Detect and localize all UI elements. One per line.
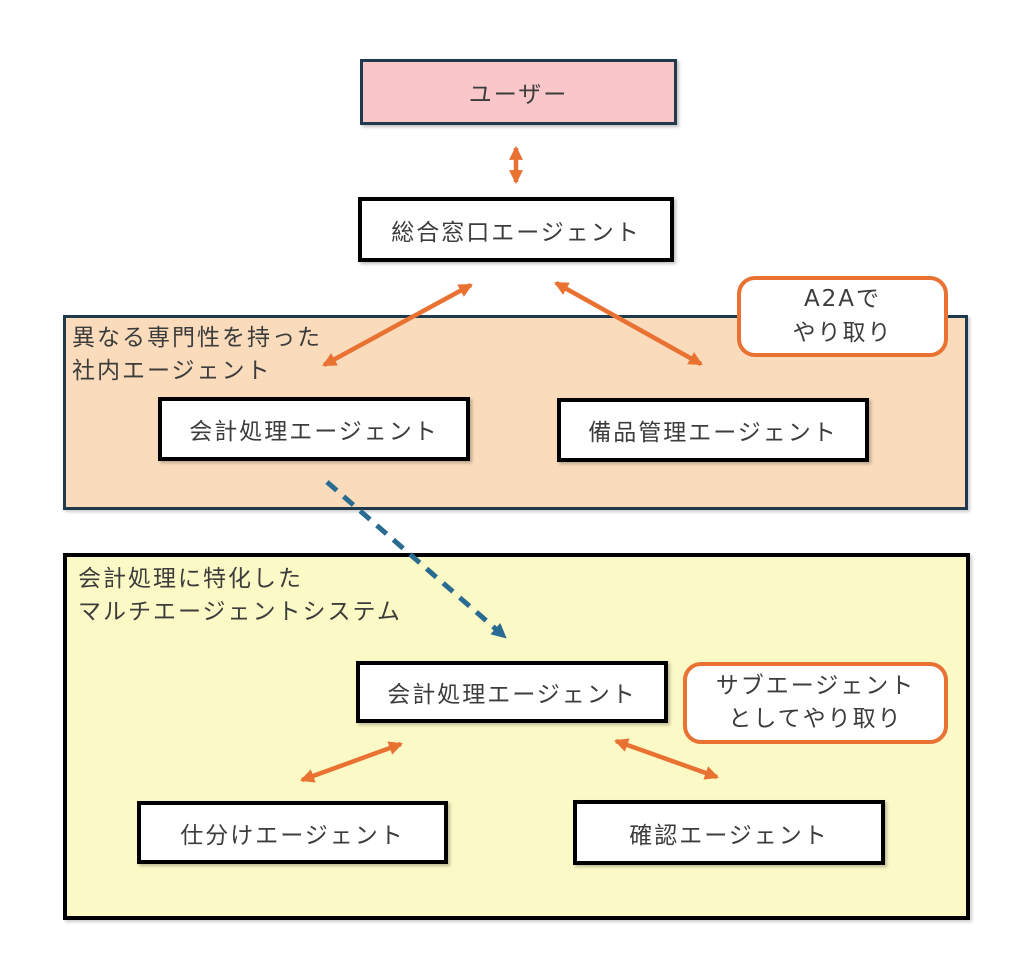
confirmation-agent-box: 確認エージェント xyxy=(573,800,885,865)
user-box: ユーザー xyxy=(360,59,677,125)
accounting-agent-box: 会計処理エージェント xyxy=(158,397,470,461)
multi-agent-system-section-label: 会計処理に特化した マルチエージェントシステム xyxy=(78,563,402,630)
a2a-callout-line1: A2Aで xyxy=(803,286,882,313)
multi-agent-system-section-label-line2: マルチエージェントシステム xyxy=(78,599,402,626)
a2a-callout-line2: やり取り xyxy=(792,319,893,346)
subagent-callout-line1: サブエージェント xyxy=(715,672,916,699)
internal-agents-section-label-line2: 社内エージェント xyxy=(72,358,272,385)
subagent-callout-line2: としてやり取り xyxy=(728,706,903,732)
internal-agents-section-label-line1: 異なる専門性を持った xyxy=(72,325,322,351)
subagent-callout: サブエージェント としてやり取り xyxy=(683,662,948,744)
sorting-agent-box: 仕分けエージェント xyxy=(137,801,448,864)
front-desk-agent-box: 総合窓口エージェント xyxy=(358,197,674,262)
equipment-agent-box: 備品管理エージェント xyxy=(557,398,869,462)
multi-agent-system-section-label-line1: 会計処理に特化した xyxy=(78,566,303,592)
internal-agents-section-label: 異なる専門性を持った 社内エージェント xyxy=(72,322,322,389)
a2a-callout: A2Aで やり取り xyxy=(737,276,948,357)
accounting-subagent-box: 会計処理エージェント xyxy=(356,661,668,723)
